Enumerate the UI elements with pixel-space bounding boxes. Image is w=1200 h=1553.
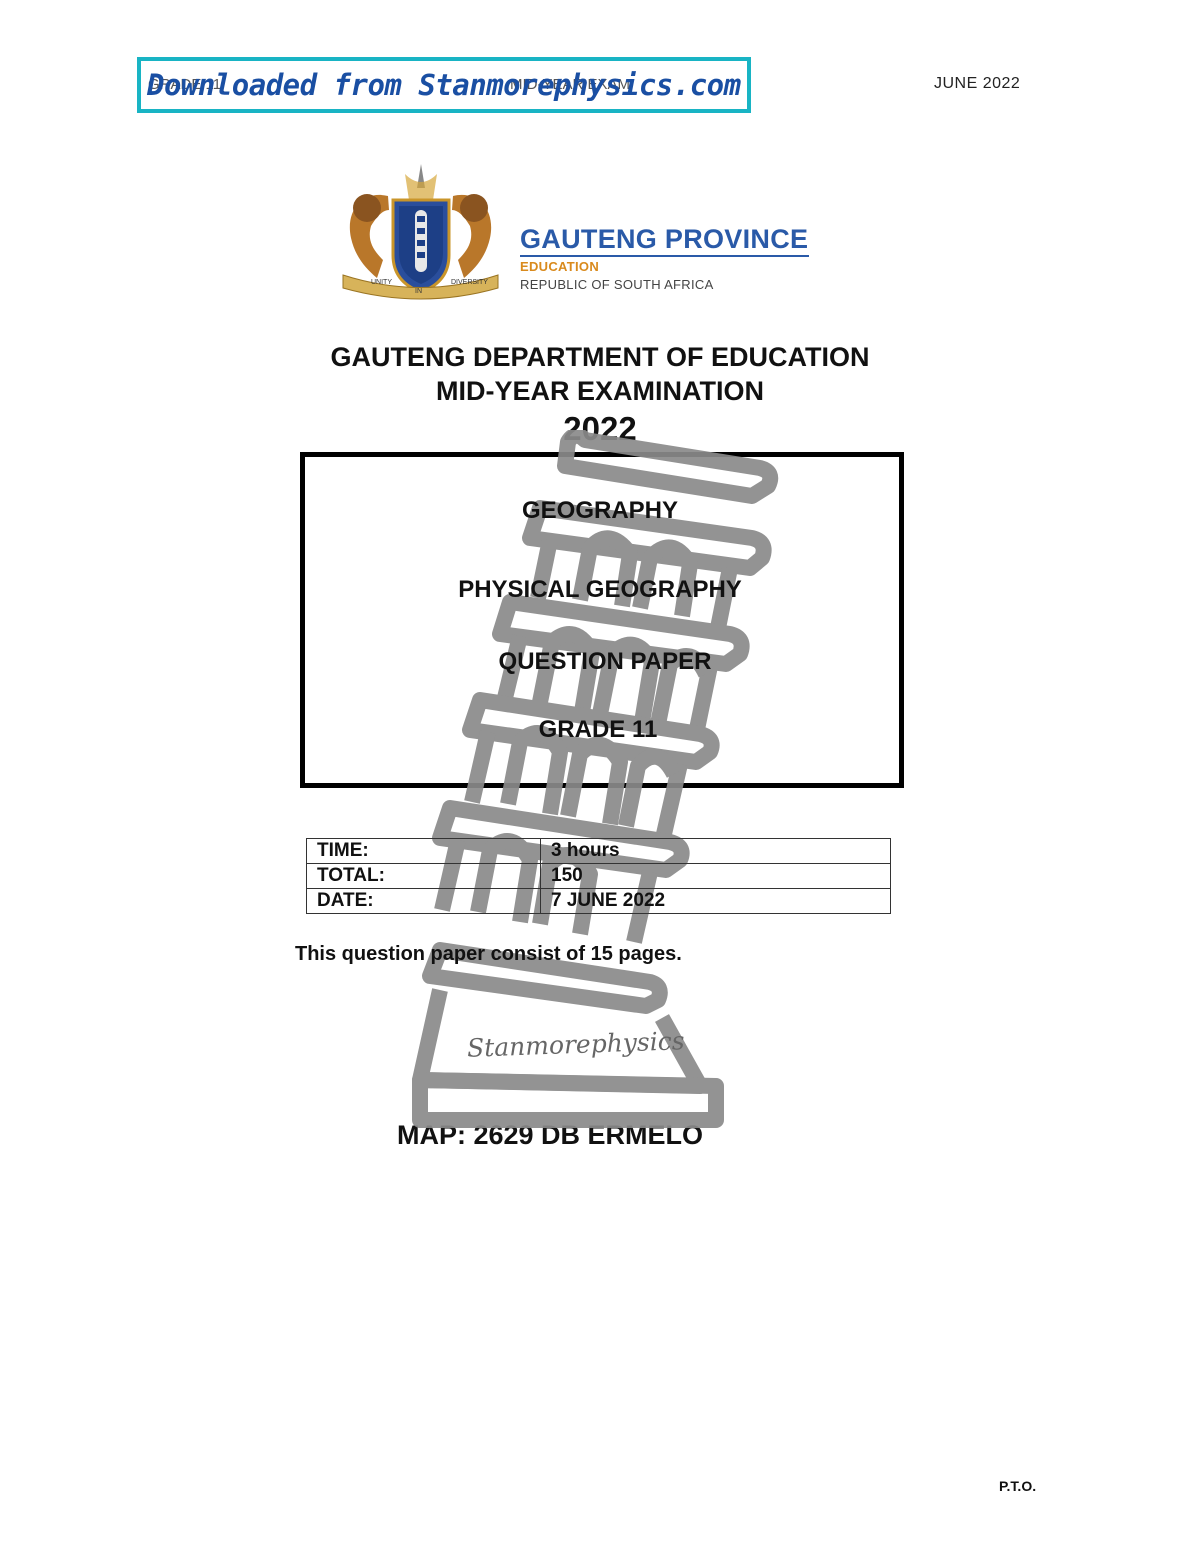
info-label: TIME: — [306, 838, 541, 864]
info-label: TOTAL: — [306, 863, 541, 889]
page-count-note: This question paper consist of 15 pages. — [295, 943, 682, 965]
subject-title: GEOGRAPHY — [521, 497, 679, 524]
info-value: 3 hours — [540, 838, 891, 864]
download-banner-text[interactable]: Downloaded from Stanmorephysics.com — [147, 68, 741, 102]
title-department: GAUTENG DEPARTMENT OF EDUCATION — [330, 342, 870, 372]
title-exam: MID-YEAR EXAMINATION — [436, 376, 764, 406]
department-label: EDUCATION — [520, 259, 600, 274]
title-year: 2022 — [563, 410, 637, 447]
info-value: 7 JUNE 2022 — [540, 888, 891, 914]
country-label: REPUBLIC OF SOUTH AFRICA — [520, 277, 714, 292]
table-row: TIME: 3 hours — [306, 838, 891, 864]
svg-text:UNITY: UNITY — [371, 279, 392, 286]
grade-label: GRADE 11 — [538, 716, 658, 743]
info-value: 150 — [540, 863, 891, 889]
paper-title: PHYSICAL GEOGRAPHY — [458, 576, 742, 603]
info-label: DATE: — [306, 888, 541, 914]
download-banner[interactable]: Downloaded from Stanmorephysics.com — [137, 57, 751, 113]
svg-text:IN: IN — [415, 288, 422, 295]
exam-info-table: TIME: 3 hours TOTAL: 150 DATE: 7 JUNE 20… — [306, 838, 891, 914]
map-reference: MAP: 2629 DB ERMELO — [396, 1120, 704, 1150]
coat-of-arms-icon: UNITY IN DIVERSITY — [342, 164, 499, 300]
header-middle: MID-YEAR EXAM — [510, 76, 631, 93]
header-right: JUNE 2022 — [934, 75, 1021, 92]
paper-type: QUESTION PAPER — [498, 648, 712, 675]
watermark-text: Stanmorephysics — [466, 1026, 686, 1063]
table-row: DATE: 7 JUNE 2022 — [306, 888, 891, 914]
table-row: TOTAL: 150 — [306, 863, 891, 889]
header-left: GRADE 11 — [148, 76, 222, 93]
province-name: GAUTENG PROVINCE — [520, 224, 809, 254]
province-underline — [520, 255, 809, 257]
svg-text:DIVERSITY: DIVERSITY — [451, 279, 488, 286]
page-turn-note: P.T.O. — [999, 1478, 1037, 1494]
